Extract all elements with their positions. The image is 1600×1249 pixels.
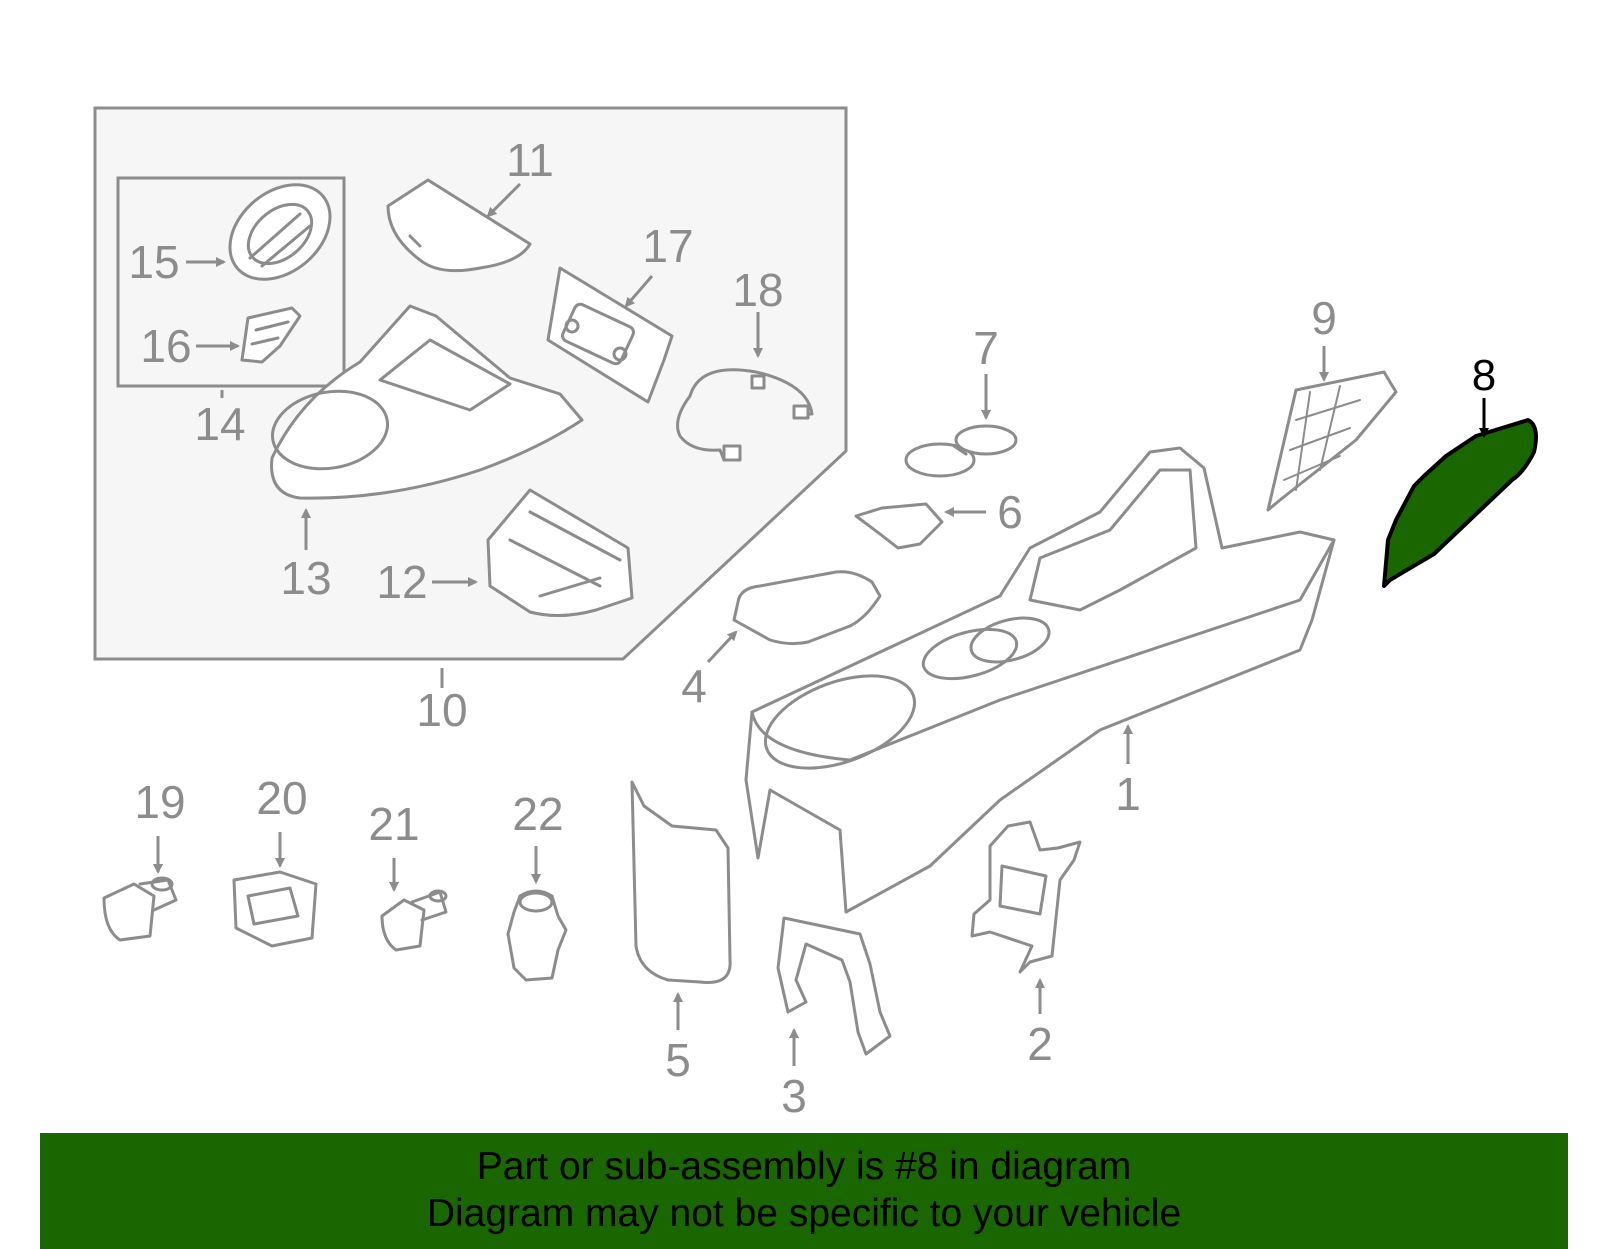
part-22-shape bbox=[506, 889, 568, 982]
callout-18[interactable]: 18 bbox=[732, 264, 783, 316]
part-1-shape bbox=[744, 446, 1336, 914]
part-6-shape bbox=[854, 502, 944, 550]
part-12-shape bbox=[486, 488, 634, 618]
part-21-shape bbox=[380, 889, 448, 952]
callout-21[interactable]: 21 bbox=[368, 798, 419, 850]
callout-9[interactable]: 9 bbox=[1311, 292, 1337, 344]
callout-6[interactable]: 6 bbox=[997, 486, 1023, 538]
part-8-shape[interactable] bbox=[1382, 418, 1538, 588]
leader-lines bbox=[153, 182, 1489, 1066]
banner-line-part-number: Part or sub-assembly is #8 in diagram bbox=[476, 1145, 1132, 1188]
part-7-shape bbox=[904, 424, 1018, 478]
callout-22[interactable]: 22 bbox=[512, 788, 563, 840]
callout-13[interactable]: 13 bbox=[280, 552, 331, 604]
callout-19[interactable]: 19 bbox=[134, 776, 185, 828]
callout-7[interactable]: 7 bbox=[973, 322, 999, 374]
part-2-shape bbox=[970, 820, 1082, 974]
callout-5[interactable]: 5 bbox=[665, 1034, 691, 1086]
callout-11[interactable]: 11 bbox=[506, 134, 554, 186]
part-5-shape bbox=[630, 780, 732, 985]
callout-labels: 1 2 3 4 5 6 7 8 9 10 11 12 13 14 15 16 1… bbox=[128, 134, 1496, 1122]
part-9-shape bbox=[1266, 370, 1398, 512]
callout-20[interactable]: 20 bbox=[256, 772, 307, 824]
info-banner: Part or sub-assembly is #8 in diagram Di… bbox=[40, 1133, 1568, 1249]
banner-line-disclaimer: Diagram may not be specific to your vehi… bbox=[426, 1192, 1182, 1235]
callout-15[interactable]: 15 bbox=[128, 236, 179, 288]
part-19-shape bbox=[102, 876, 178, 942]
callout-1[interactable]: 1 bbox=[1115, 768, 1141, 820]
part-16-shape bbox=[240, 306, 302, 364]
part-3-shape bbox=[776, 916, 892, 1056]
part-20-shape bbox=[232, 870, 318, 948]
callout-3[interactable]: 3 bbox=[781, 1070, 807, 1122]
part-18-shape bbox=[676, 368, 814, 462]
callout-16[interactable]: 16 bbox=[140, 320, 191, 372]
part-13-shape bbox=[270, 304, 584, 500]
callout-2[interactable]: 2 bbox=[1027, 1018, 1053, 1070]
callout-10[interactable]: 10 bbox=[416, 684, 467, 736]
part-11-shape bbox=[386, 178, 532, 273]
callout-14[interactable]: 14 bbox=[194, 398, 245, 450]
part-4-shape bbox=[732, 570, 882, 646]
callout-8[interactable]: 8 bbox=[1472, 351, 1496, 400]
part-17-shape bbox=[546, 266, 674, 404]
callout-12[interactable]: 12 bbox=[376, 556, 427, 608]
part-15-shape bbox=[228, 183, 332, 281]
callout-17[interactable]: 17 bbox=[642, 220, 693, 272]
callout-4[interactable]: 4 bbox=[681, 660, 707, 712]
